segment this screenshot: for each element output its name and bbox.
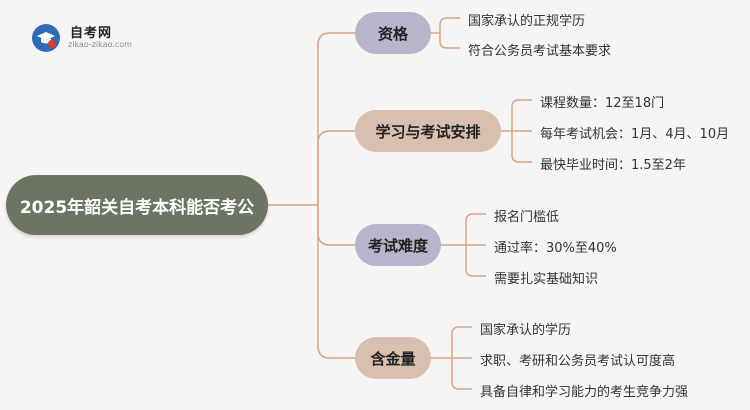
root-node: 2025年韶关自考本科能否考公: [6, 175, 268, 235]
branch-exam-difficulty: 考试难度: [355, 224, 441, 266]
leaf-node: 需要扎实基础知识: [494, 272, 599, 287]
leaf-node: 课程数量：12至18门: [540, 96, 665, 111]
leaf-node: 符合公务员考试基本要求: [468, 44, 612, 59]
branch-value: 含金量: [355, 337, 431, 379]
leaf-node: 求职、考研和公务员考试认可度高: [480, 354, 676, 369]
leaf-node: 具备自律和学习能力的考生竞争力强: [480, 385, 689, 400]
leaf-node: 最快毕业时间：1.5至2年: [540, 158, 686, 173]
branch-qualification: 资格: [355, 12, 431, 54]
leaf-node: 每年考试机会：1月、4月、10月: [540, 127, 730, 142]
logo-title: 自考网: [70, 26, 113, 41]
leaf-node: 国家承认的正规学历: [468, 14, 586, 29]
branch-study-exam-schedule: 学习与考试安排: [355, 110, 501, 152]
site-logo[interactable]: 自考网 zikao-zikao.com: [28, 18, 158, 58]
graduation-cap-icon: [32, 24, 60, 52]
leaf-node: 报名门槛低: [494, 210, 560, 225]
logo-subtitle: zikao-zikao.com: [68, 40, 132, 49]
leaf-node: 通过率：30%至40%: [494, 241, 617, 256]
leaf-node: 国家承认的学历: [480, 323, 572, 338]
